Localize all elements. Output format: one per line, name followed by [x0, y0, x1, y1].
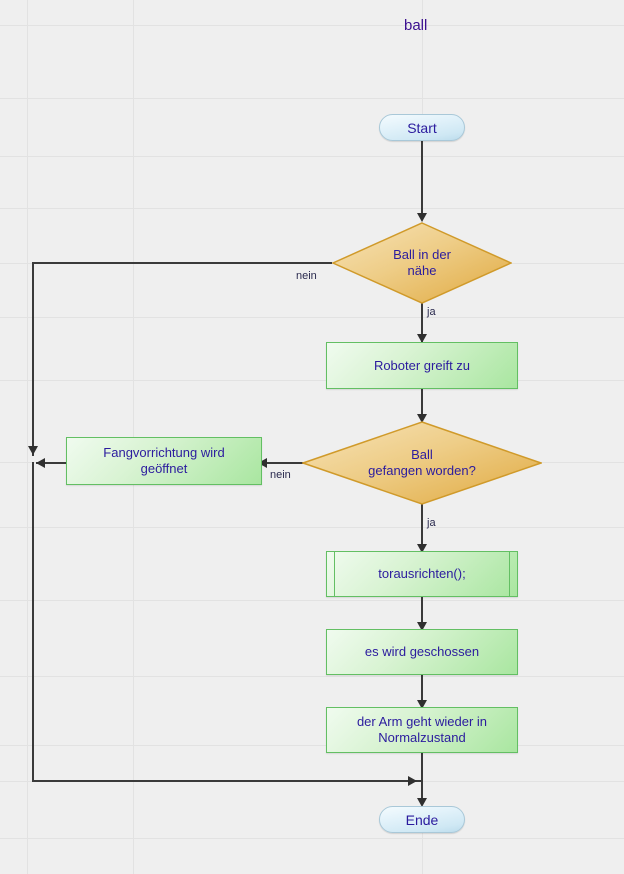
gridline-horizontal: [0, 98, 624, 99]
node-decision-ball-in-der-naehe[interactable]: Ball in der nähe: [332, 222, 512, 304]
gridline-horizontal: [0, 208, 624, 209]
edge-left-rail-to-ende: [32, 462, 34, 782]
edge-decision1-nein-vertical: [32, 262, 34, 456]
node-der-arm-geht-wieder-in-normalzustand[interactable]: der Arm geht wieder in Normalzustand: [326, 707, 518, 753]
arrowhead-down-icon: [417, 622, 427, 631]
arrowhead-down-icon: [417, 798, 427, 807]
edge-p1-to-decision2: [421, 389, 423, 421]
edge-label-decision2-ja: ja: [427, 517, 436, 529]
node-s1-label: torausrichten();: [378, 566, 466, 581]
page-title: ball: [404, 17, 428, 34]
edge-p3-to-p4: [421, 675, 423, 707]
node-torausrichten[interactable]: torausrichten();: [326, 551, 518, 597]
node-ende[interactable]: Ende: [379, 806, 465, 833]
node-p1-label: Roboter greift zu: [373, 357, 471, 373]
gridline-horizontal: [0, 156, 624, 157]
node-es-wird-geschossen[interactable]: es wird geschossen: [326, 629, 518, 675]
edge-label-decision1-ja: ja: [427, 306, 436, 318]
edge-bottom-rail-to-ende: [32, 780, 422, 782]
gridline-horizontal: [0, 838, 624, 839]
node-fangvorrichtung-wird-geoeffnet[interactable]: Fangvorrichtung wird geöffnet: [66, 437, 262, 485]
node-p2-label: Fangvorrichtung wird geöffnet: [103, 445, 225, 476]
edge-start-to-decision1: [421, 141, 423, 216]
edge-label-decision1-nein: nein: [296, 270, 317, 282]
arrowhead-down-icon: [28, 446, 38, 455]
node-start[interactable]: Start: [379, 114, 465, 141]
gridline-horizontal: [0, 676, 624, 677]
edge-decision2-ja: [421, 504, 423, 552]
diamond-shape-icon: [332, 222, 512, 304]
node-ende-label: Ende: [405, 811, 439, 828]
gridline-vertical: [27, 0, 28, 874]
node-p3-label: es wird geschossen: [364, 644, 480, 659]
node-roboter-greift-zu[interactable]: Roboter greift zu: [326, 342, 518, 389]
node-p4-label: der Arm geht wieder in Normalzustand: [356, 714, 488, 745]
gridline-horizontal: [0, 317, 624, 318]
gridline-horizontal: [0, 745, 624, 746]
arrowhead-down-icon: [417, 700, 427, 709]
edge-decision1-ja: [421, 292, 423, 342]
gridline-horizontal: [0, 380, 624, 381]
diamond-shape-icon: [302, 421, 542, 505]
edge-p4-to-ende: [421, 753, 423, 805]
gridline-horizontal: [0, 25, 624, 26]
arrowhead-left-icon: [36, 458, 45, 468]
arrowhead-left-icon: [258, 458, 267, 468]
arrowhead-down-icon: [417, 213, 427, 222]
edge-p2-to-left-rail: [36, 462, 66, 464]
edge-decision2-nein: [262, 462, 320, 464]
edge-decision1-nein-horizontal: [32, 262, 332, 264]
node-start-label: Start: [407, 119, 437, 136]
arrowhead-down-icon: [417, 544, 427, 553]
arrowhead-down-icon: [417, 414, 427, 423]
arrowhead-right-icon: [408, 776, 417, 786]
node-decision-ball-gefangen-worden[interactable]: Ball gefangen worden?: [302, 421, 542, 505]
edge-s1-to-p3: [421, 597, 423, 629]
gridline-horizontal: [0, 527, 624, 528]
gridline-horizontal: [0, 600, 624, 601]
edge-label-decision2-nein: nein: [270, 469, 291, 481]
arrowhead-down-icon: [417, 334, 427, 343]
